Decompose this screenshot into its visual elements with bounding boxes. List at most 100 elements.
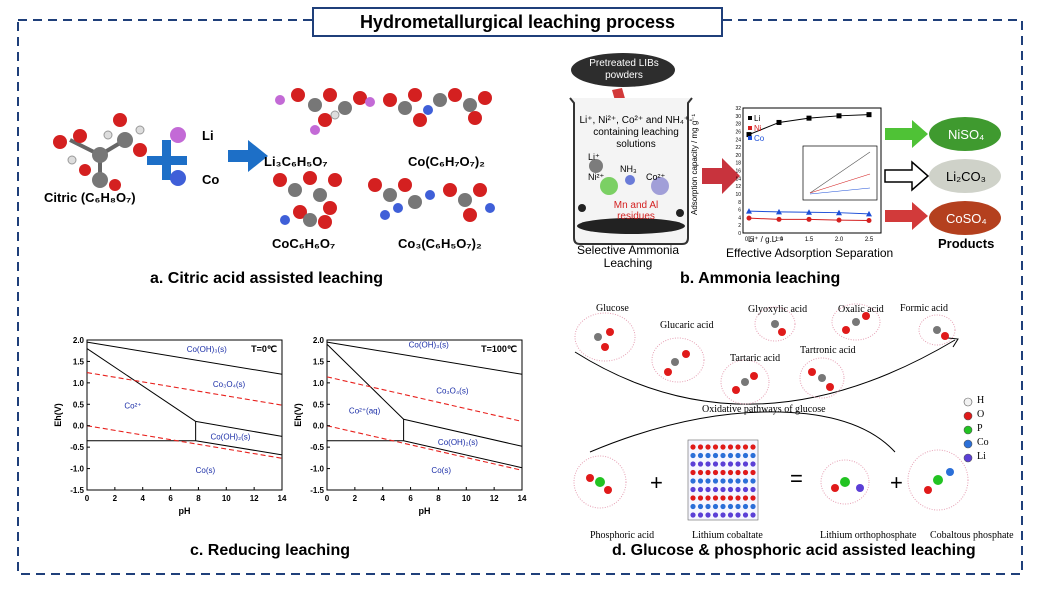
crystal-atom xyxy=(750,486,756,493)
y-axis-label: Eh(V) xyxy=(293,403,303,427)
nh3-label: NH₃ xyxy=(620,164,637,174)
data-point xyxy=(746,215,752,221)
data-point xyxy=(776,208,782,215)
species-label: Co(OH)₂(s) xyxy=(210,432,250,441)
crystal-atom xyxy=(697,512,704,518)
adsorption-xlabel: Li⁺ / g.L⁻¹ xyxy=(748,235,784,244)
crystal-atom xyxy=(750,478,756,484)
crystal-atom xyxy=(712,461,719,467)
y-tick-label: 26 xyxy=(735,129,741,135)
x-tick-label: 0 xyxy=(325,494,330,503)
panel-d-graphic xyxy=(573,303,973,521)
data-point xyxy=(866,112,872,118)
crystal-atom xyxy=(750,503,756,510)
molecule-oxalic-acid: Oxalic acid xyxy=(838,304,884,315)
y-tick-label: 10 xyxy=(735,192,741,198)
crystal-atom xyxy=(712,469,719,476)
crystal-atom xyxy=(697,469,704,476)
crystal-atom xyxy=(697,486,704,493)
ni-ion-dot xyxy=(600,177,618,195)
equation-term-4: Cobaltous phosphate xyxy=(930,530,1014,541)
x-tick-label: 0.5 xyxy=(745,237,754,243)
phase-boundary-line xyxy=(195,420,283,437)
water-stability-line xyxy=(86,425,283,459)
legend-label-h: H xyxy=(977,395,985,406)
y-tick-label: 18 xyxy=(735,161,741,167)
y-axis-label: Eh(V) xyxy=(53,403,63,427)
crystal-atom xyxy=(690,512,696,518)
species-label: Co(s) xyxy=(431,466,451,475)
data-point xyxy=(836,217,842,223)
legend-label-co: Co xyxy=(977,437,989,448)
legend-ni: Ni xyxy=(754,124,762,133)
y-tick-label: 14 xyxy=(735,176,741,182)
crystal-atom xyxy=(742,461,749,467)
li2co3-pile xyxy=(929,159,1001,193)
crystal-atom xyxy=(712,444,719,450)
crystal-atom xyxy=(705,461,711,467)
panel-a-graphic xyxy=(53,88,495,229)
species-label: Co²⁺(aq) xyxy=(349,407,381,416)
product-molecule-co-dicitrate xyxy=(383,88,492,127)
phase-boundary-line xyxy=(195,440,283,456)
crystal-atom xyxy=(690,503,696,510)
product-li2co3: Li₂CO₃ xyxy=(946,169,986,184)
crystal-atom xyxy=(750,452,756,459)
crystal-atom xyxy=(705,503,711,510)
panel-d-caption: d. Glucose & phosphoric acid assisted le… xyxy=(612,542,976,559)
crystal-atom xyxy=(750,495,756,501)
niso4-pile xyxy=(929,117,1001,151)
crystal-atom xyxy=(750,469,756,476)
phase-boundary-line xyxy=(403,418,523,447)
crystal-atom xyxy=(727,495,734,501)
phase-boundary-line xyxy=(326,343,404,420)
residue-label: Mn and Al residues xyxy=(613,200,659,222)
arrow-to-coso4 xyxy=(885,202,928,230)
crystal-atom xyxy=(690,478,696,484)
panel-c-caption: c. Reducing leaching xyxy=(190,542,351,559)
residue-particles xyxy=(577,204,685,234)
phase-boundary-line xyxy=(86,341,283,375)
y-tick-label: 24 xyxy=(735,137,741,143)
crystal-atom xyxy=(697,495,704,501)
legend-label-li: Li xyxy=(977,451,986,462)
crystal-atom xyxy=(712,486,719,493)
species-label: Co₃O₄(s) xyxy=(436,387,469,396)
species-label: Co(OH)₃(s) xyxy=(409,341,449,350)
product-molecule-li-citrate xyxy=(275,88,375,135)
crystal-atom xyxy=(742,478,749,484)
pathway-arc xyxy=(574,339,956,405)
species-label: Co₃O₄(s) xyxy=(213,380,246,389)
y-tick-label: 2 xyxy=(738,223,741,229)
y-tick-label: 0.5 xyxy=(73,400,85,409)
y-tick-label: -1.0 xyxy=(310,465,324,474)
y-tick-label: 2.0 xyxy=(313,336,325,345)
legend-marker xyxy=(748,116,752,120)
crystal-atom xyxy=(735,495,741,501)
data-point xyxy=(866,210,872,217)
data-point xyxy=(836,113,842,119)
process-arrow-icon xyxy=(702,158,740,194)
x-tick-label: 2 xyxy=(353,494,358,503)
crystal-atom xyxy=(712,452,719,459)
y-tick-label: 0.0 xyxy=(73,422,85,431)
adsorption-ylabel: Adsorption capacity / mg g⁻¹ xyxy=(690,113,699,215)
y-tick-label: 20 xyxy=(735,153,741,159)
crystal-atom xyxy=(735,486,741,493)
x-tick-label: 4 xyxy=(140,494,145,503)
crystal-atom xyxy=(690,461,696,467)
co-ion-label: Co²⁺ xyxy=(646,172,666,182)
crystal-atom xyxy=(697,444,704,450)
legend-dot-co xyxy=(963,439,973,449)
step1-label: Selective Ammonia Leaching xyxy=(576,243,680,270)
legend-marker xyxy=(748,136,752,140)
lithium-cobaltate-crystal xyxy=(687,439,759,521)
x-tick-label: 1.5 xyxy=(805,237,814,243)
li-ion-label: Li⁺ xyxy=(588,152,600,162)
x-tick-label: 14 xyxy=(278,494,287,503)
data-point xyxy=(746,132,752,138)
equation-term-1: Phosphoric acid xyxy=(590,530,655,541)
crystal-atom xyxy=(697,461,704,467)
co-ion-dot xyxy=(651,177,669,195)
